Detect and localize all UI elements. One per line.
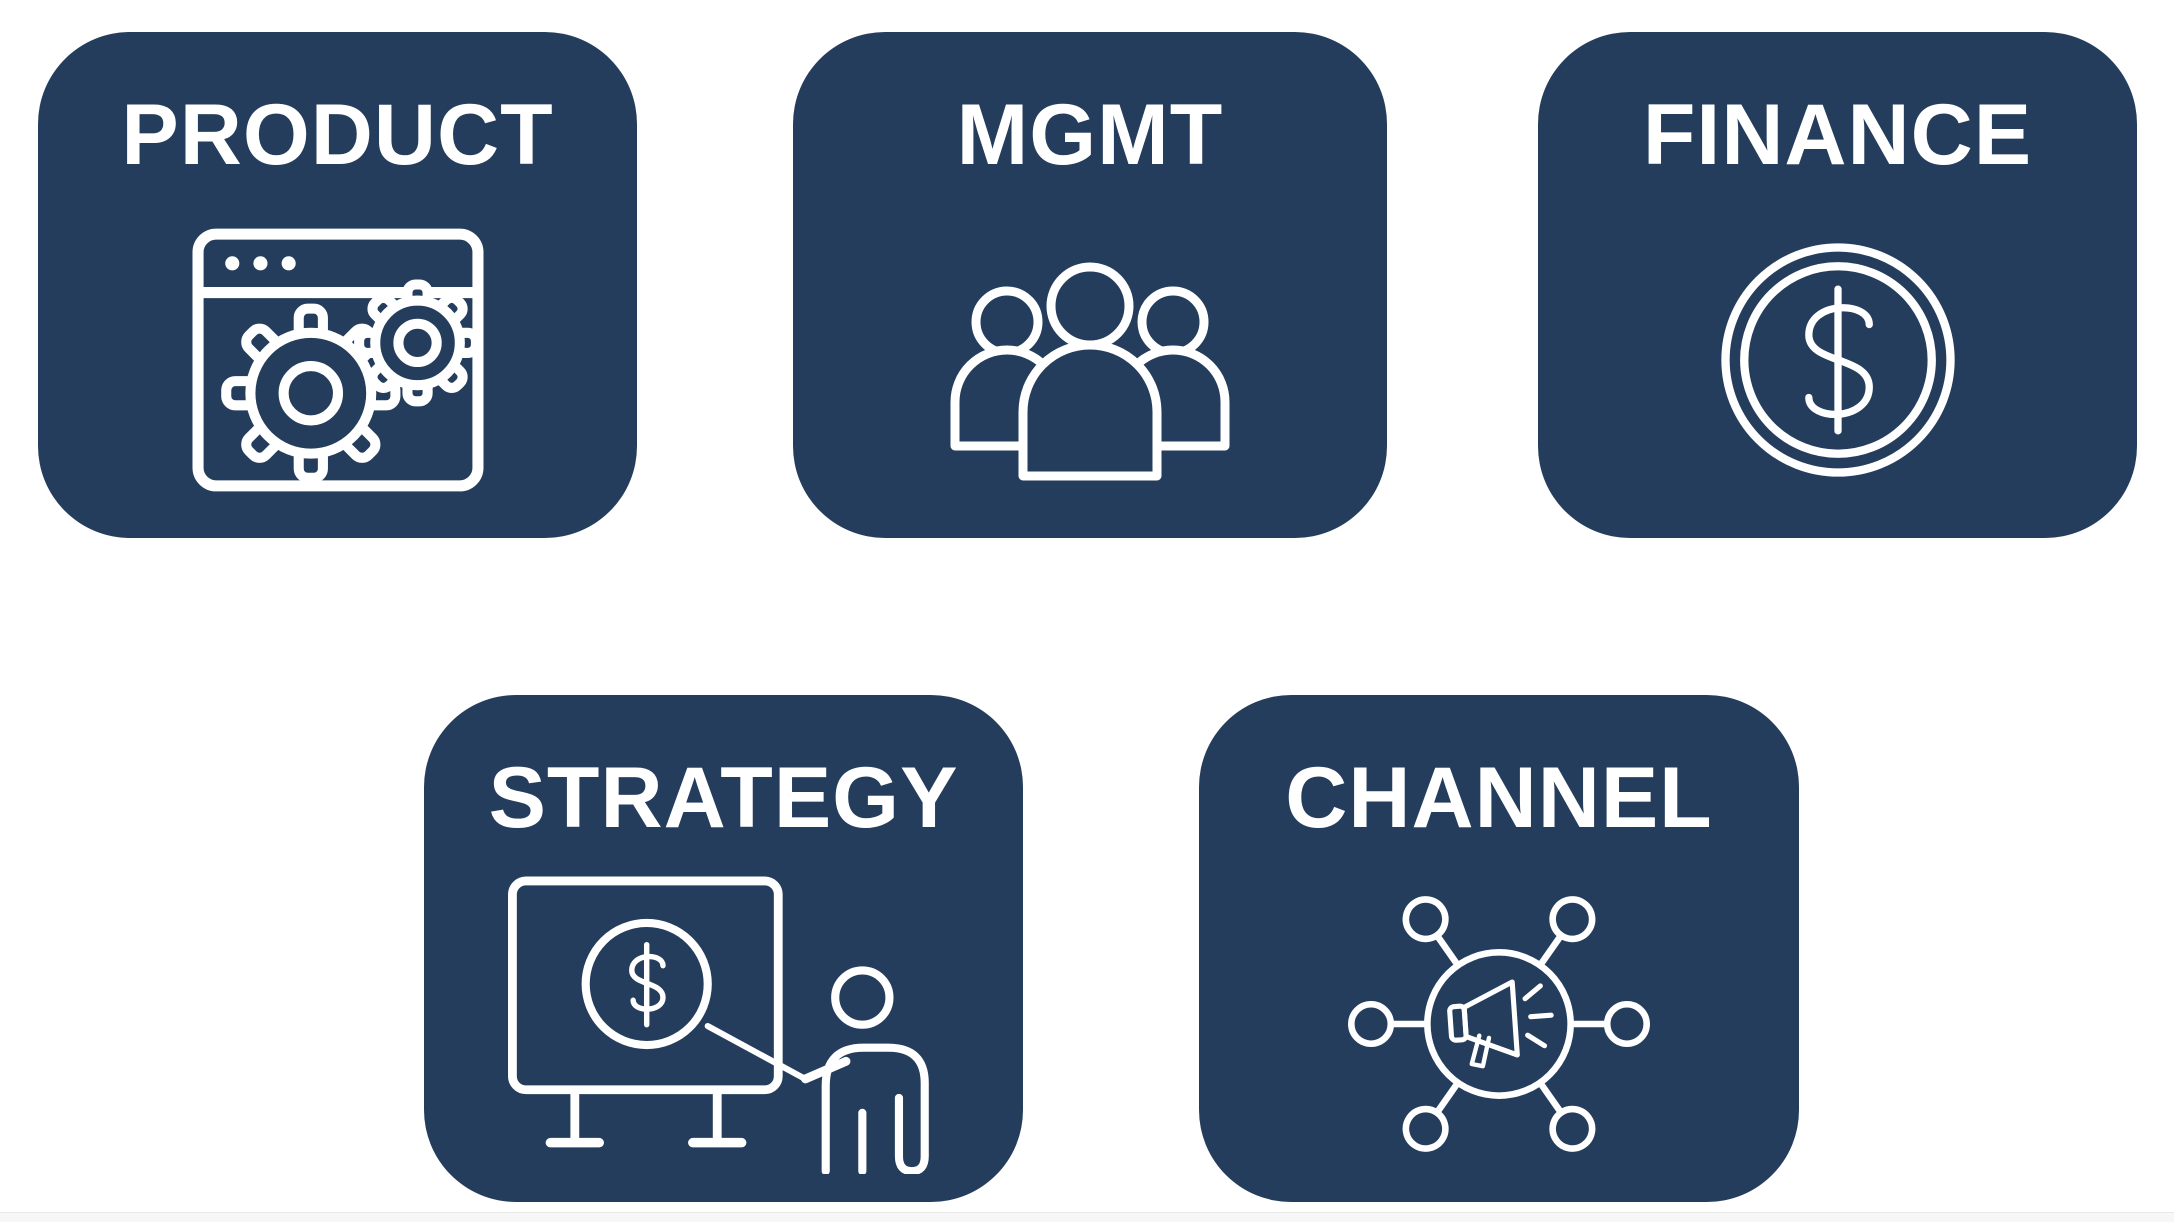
people-group-icon [950, 262, 1230, 481]
tile-product: PRODUCT [38, 32, 637, 538]
tile-mgmt-iconwrap [793, 183, 1387, 538]
footer-strip [0, 1212, 2174, 1222]
tile-mgmt-label: MGMT [956, 87, 1224, 183]
browser-gears-icon [192, 228, 483, 492]
tile-channel-iconwrap [1199, 846, 1799, 1202]
dollar-coin-icon [1720, 243, 1955, 477]
tile-finance-iconwrap [1538, 183, 2137, 538]
tile-channel: CHANNEL [1199, 695, 1799, 1202]
megaphone-icon [1447, 979, 1554, 1069]
tile-strategy-iconwrap [424, 846, 1023, 1202]
tile-finance: FINANCE [1538, 32, 2137, 538]
presentation-pointer-icon [507, 876, 929, 1174]
tile-finance-label: FINANCE [1642, 87, 2033, 183]
tile-mgmt: MGMT [793, 32, 1387, 538]
tile-strategy-label: STRATEGY [488, 750, 959, 846]
tile-channel-label: CHANNEL [1285, 750, 1713, 846]
tile-product-label: PRODUCT [121, 87, 554, 183]
tile-product-iconwrap [38, 183, 637, 538]
tile-strategy: STRATEGY [424, 695, 1023, 1202]
megaphone-network-icon [1348, 895, 1650, 1152]
